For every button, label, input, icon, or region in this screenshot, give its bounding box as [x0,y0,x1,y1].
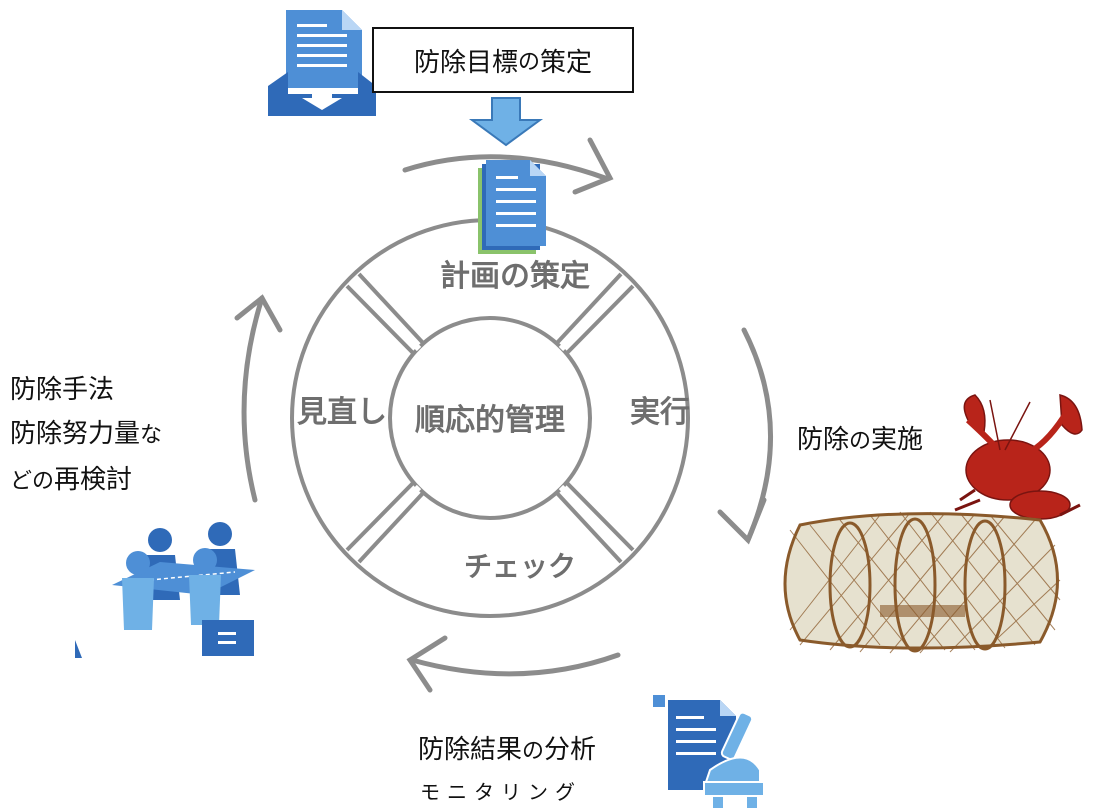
top-cycle-arrow [402,154,608,181]
reconsider-line2-b: な [140,423,163,448]
implementation-label-a: 防除 [797,425,850,455]
implementation-label: 防除の実施 [797,418,923,464]
trap-icon [783,511,1061,654]
cycle-center-label: 順応的管理 [415,403,565,438]
bottom-cycle-arrow [409,652,621,677]
goal-box: 防除目標の策定 [372,27,634,93]
down-arrow-icon [468,97,544,147]
reconsider-line2-a: 防除努力量 [10,419,141,449]
reconsider-line3-a: どの [10,469,55,494]
analysis-label-c: 分析 [544,735,597,765]
reconsider-line1: 防除手法 [10,375,115,405]
crayfish-icon [954,394,1083,520]
reconsider-line2: 防除努力量な [10,412,162,458]
reconsider-line3: どの再検討 [10,458,162,504]
reconsider-label: 防除手法 防除努力量な どの再検討 [10,368,162,504]
document-stack-icon [478,160,546,254]
goal-label-c: 策定 [540,47,593,78]
analysis-label-a: 防除結果 [418,735,523,765]
segment-do-label: 実行 [630,395,690,430]
analysis-label: 防除結果の分析 [418,728,596,774]
meeting-people-icon [75,522,255,658]
document-tray-icon [268,10,376,116]
microscope-document-icon [653,695,765,809]
analysis-sub-label: モニタリング [420,780,582,804]
right-cycle-arrow [741,327,774,543]
goal-label-b: の [517,50,540,75]
cycle-arrows [234,137,774,693]
implementation-label-b: の [849,429,872,454]
left-cycle-arrow [241,295,265,503]
segment-review-label: 見直し [297,395,387,430]
segment-plan-label: 計画の策定 [440,259,590,294]
implementation-label-c: 実施 [871,425,924,455]
reconsider-line3-b: 再検討 [54,465,133,495]
segment-check-label: チェック [464,550,576,583]
analysis-label-b: の [522,739,545,764]
goal-label-a: 防除目標 [413,47,518,78]
